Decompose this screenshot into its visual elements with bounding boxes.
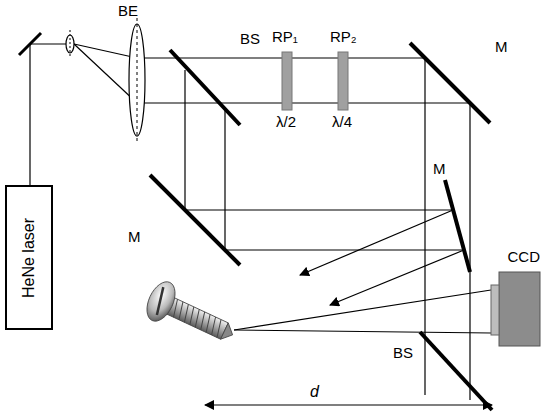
plate-label: RP₂ [330,28,357,46]
ccd-camera: CCD [484,246,542,348]
retardance-label: λ/4 [332,113,352,131]
mirror-label: M [495,38,508,56]
beam-paths [30,44,492,405]
laser-label: HeNe laser [20,217,38,297]
distance-label: d [310,383,319,401]
lenses [66,18,145,142]
retarder-plates [282,52,348,110]
lens-label: BE [118,2,138,20]
camera-label: CCD [508,248,541,266]
mirror-label: M [433,160,446,178]
retardance-label: λ/2 [276,113,296,131]
screw-object [141,277,241,354]
beam-splitter-label: BS [240,30,260,48]
mirror-label: M [128,228,141,246]
mirrors [19,33,492,410]
plate-label: RP₁ [272,28,298,46]
beam-splitter-label: BS [393,344,413,362]
laser-box: HeNe laser [5,185,53,330]
